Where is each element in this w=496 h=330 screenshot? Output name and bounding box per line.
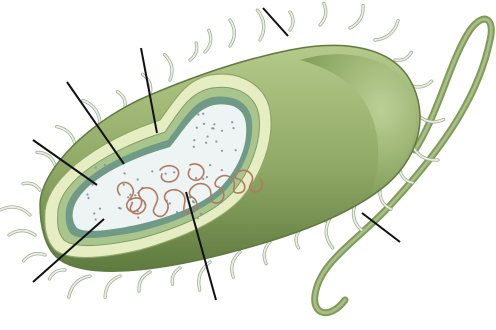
- ribosome-dot: [124, 172, 126, 174]
- ribosome-dot: [95, 167, 97, 169]
- pilus: [165, 55, 172, 80]
- ribosome-dot: [205, 142, 207, 144]
- ribosome-dot: [151, 170, 153, 172]
- ribosome-dot: [206, 176, 208, 178]
- ribosome-dot: [200, 213, 202, 215]
- ribosome-dot: [173, 171, 175, 173]
- ribosome-dot: [197, 217, 199, 219]
- ribosome-dot: [127, 196, 129, 198]
- ribosome-dot: [212, 127, 214, 129]
- ribosome-dot: [119, 207, 121, 209]
- ribosome-dot: [203, 123, 205, 125]
- ribosome-dot: [92, 174, 94, 176]
- ribosome-dot: [104, 164, 106, 166]
- ribosome-dot: [137, 178, 139, 180]
- ribosome-dot: [231, 121, 233, 123]
- ribosome-dot: [193, 201, 195, 203]
- pilus: [139, 272, 150, 291]
- ribosome-dot: [129, 194, 131, 196]
- ribosome-dot: [134, 194, 136, 196]
- ribosome-dot: [99, 208, 101, 210]
- ribosome-dot: [169, 202, 171, 204]
- ribosome-dot: [221, 150, 223, 152]
- ribosome-dot: [165, 173, 167, 175]
- ribosome-dot: [193, 139, 195, 141]
- pilus: [57, 127, 75, 145]
- ribosome-dot: [235, 149, 237, 151]
- ribosome-dot: [87, 197, 89, 199]
- ribosome-dot: [92, 184, 94, 186]
- ribosome-dot: [196, 127, 198, 129]
- ribosome-dot: [176, 211, 178, 213]
- pilus: [105, 276, 120, 297]
- ribosome-dot: [193, 146, 195, 148]
- ribosome-dot: [202, 113, 204, 115]
- ribosome-dot: [209, 164, 211, 166]
- ribosome-dot: [86, 193, 88, 195]
- ribosome-dot: [221, 130, 223, 132]
- pointer-line-pili-top: [263, 8, 288, 36]
- ribosome-dot: [93, 212, 95, 214]
- ribosome-dot: [232, 127, 234, 129]
- ribosome-dot: [123, 184, 125, 186]
- ribosome-dot: [195, 177, 197, 179]
- ribosome-dot: [137, 217, 139, 219]
- pilus: [69, 276, 90, 297]
- pilus: [350, 6, 363, 29]
- ribosome-dot: [197, 114, 199, 116]
- ribosome-dot: [207, 135, 209, 137]
- ribosome-dot: [221, 169, 223, 171]
- pilus: [353, 205, 361, 230]
- pilus: [232, 252, 240, 277]
- ribosome-dot: [215, 140, 217, 142]
- ribosome-dot: [202, 178, 204, 180]
- ribosome-dot: [95, 218, 97, 220]
- ribosome-dot: [213, 123, 215, 125]
